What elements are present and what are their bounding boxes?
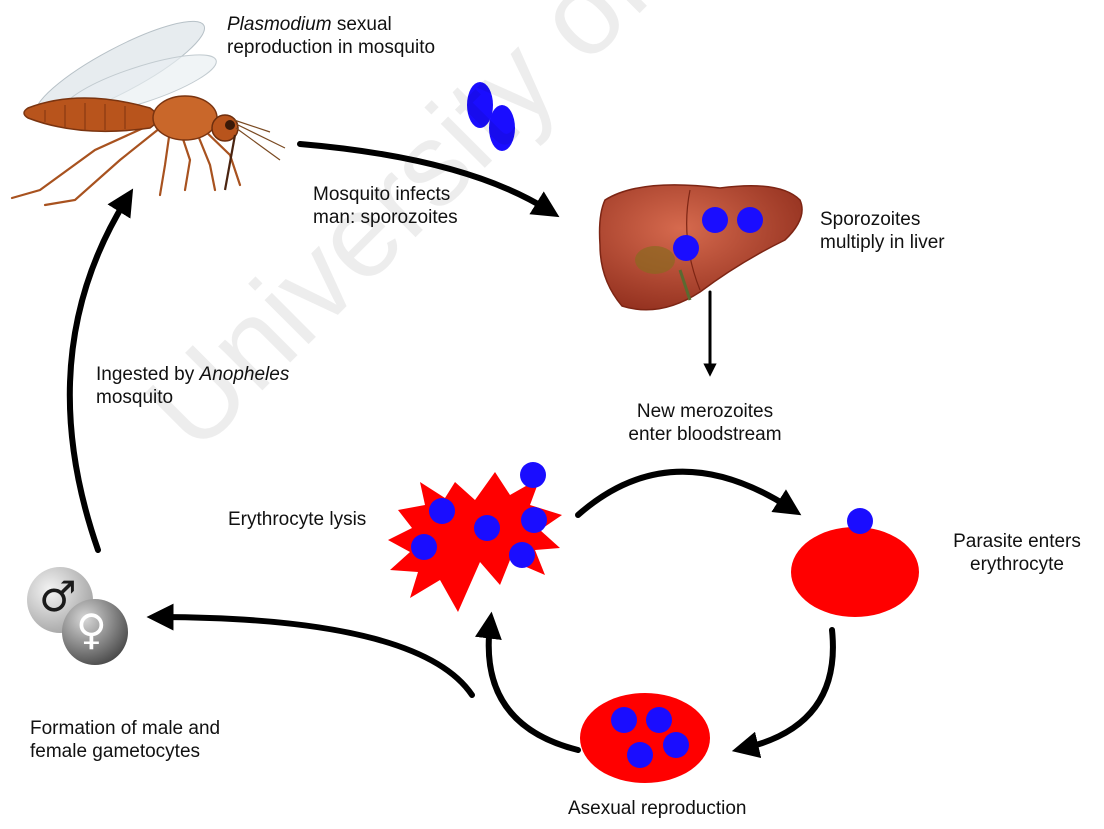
plasmodium-rest: sexual [332, 14, 392, 35]
parasite-dot [702, 207, 728, 233]
mosquito-infects-label: Mosquito infects man: sporozoites [313, 183, 458, 229]
mosquito-infects-line2: man: sporozoites [313, 207, 458, 228]
merozoites-line2: enter bloodstream [628, 424, 781, 445]
sporozoites-line1: Sporozoites [820, 209, 920, 230]
liver-illustration [600, 185, 803, 310]
parasite-dot [611, 707, 637, 733]
parasite-dot [627, 742, 653, 768]
merozoite-dot [520, 462, 546, 488]
merozoite-dot [474, 515, 500, 541]
arrow-erythrocyte-to-asexual [745, 630, 833, 748]
female-symbol-icon: ♀ [76, 606, 107, 654]
asexual-label: Asexual reproduction [568, 797, 747, 820]
gametocytes-label: Formation of male and female gametocytes [30, 717, 220, 763]
parasite-dot [673, 235, 699, 261]
merozoites-line1: New merozoites [637, 401, 773, 422]
sporozoites-label: Sporozoites multiply in liver [820, 208, 945, 254]
ingested-italic: Anopheles [200, 364, 290, 385]
merozoite-dot [411, 534, 437, 560]
erythrocyte-asexual [580, 693, 710, 783]
plasmodium-label: Plasmodium sexual reproduction in mosqui… [227, 13, 435, 59]
gametocytes-line2: female gametocytes [30, 741, 200, 762]
parasite-dot [663, 732, 689, 758]
lysis-label: Erythrocyte lysis [228, 508, 366, 531]
parasite-enters-label: Parasite enters erythrocyte [937, 530, 1097, 576]
erythrocyte [791, 527, 919, 617]
sporozoite-oval [467, 82, 493, 128]
sporozoite-oval [489, 105, 515, 151]
merozoite-dot [429, 498, 455, 524]
arrow-asexual-to-lysis [489, 625, 578, 750]
merozoite-dot [521, 507, 547, 533]
merozoites-label: New merozoites enter bloodstream [600, 400, 810, 446]
sporozoites-line2: multiply in liver [820, 232, 945, 253]
mosquito-infects-line1: Mosquito infects [313, 184, 450, 205]
plasmodium-italic: Plasmodium [227, 14, 332, 35]
parasite-dot [737, 207, 763, 233]
merozoite-dot [509, 542, 535, 568]
arrow-to-gametocytes [160, 617, 472, 695]
parasite-dot [847, 508, 873, 534]
ingested-line1: Ingested by [96, 364, 200, 385]
parasite-line1: Parasite enters [953, 531, 1081, 552]
arrow-lysis-to-erythrocyte [578, 472, 790, 515]
parasite-dot [646, 707, 672, 733]
parasite-line2: erythrocyte [970, 554, 1064, 575]
male-symbol-icon: ♂ [39, 573, 77, 621]
plasmodium-line2: reproduction in mosquito [227, 37, 435, 58]
ingested-line2: mosquito [96, 387, 173, 408]
ingested-label: Ingested by Anopheles mosquito [96, 363, 289, 409]
gametocytes-line1: Formation of male and [30, 718, 220, 739]
